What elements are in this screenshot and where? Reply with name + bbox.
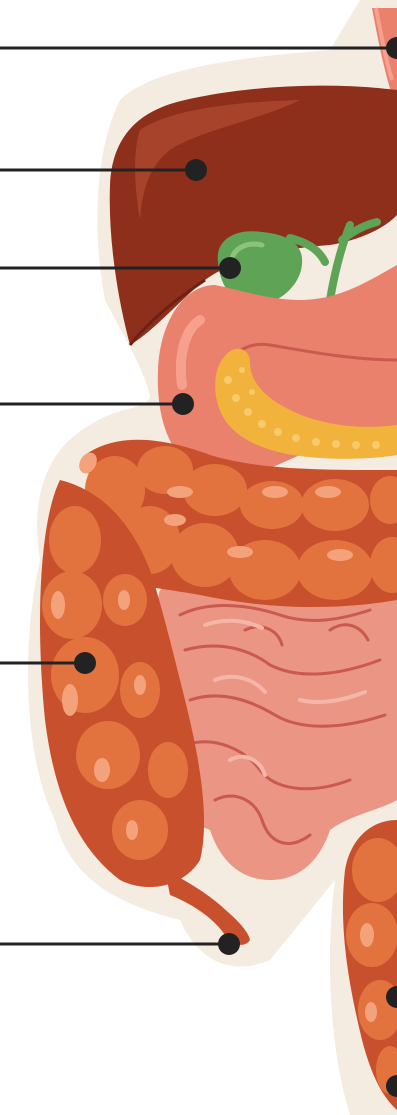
pointer-dot (172, 393, 194, 415)
pointer-dot (74, 652, 96, 674)
pointer-dot (218, 933, 240, 955)
pointer-dot (219, 257, 241, 279)
pointer-dot (185, 159, 207, 181)
